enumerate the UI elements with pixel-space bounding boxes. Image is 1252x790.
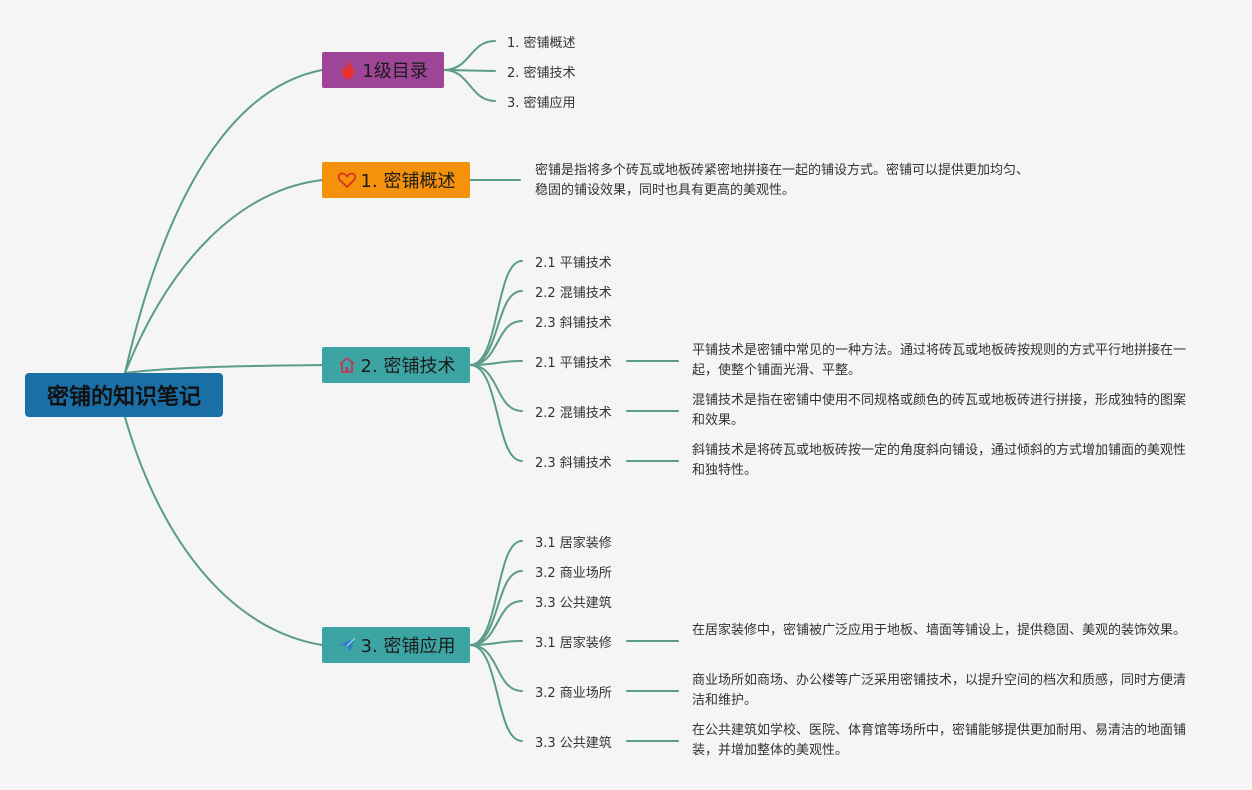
app-item[interactable]: 3.1 居家装修 <box>535 535 612 551</box>
app-detail-description: 在居家装修中，密铺被广泛应用于地板、墙面等铺设上，提供稳固、美观的装饰效果。 <box>692 623 1187 638</box>
paper-plane-icon <box>337 635 357 655</box>
root-title: 密铺的知识笔记 <box>46 385 201 410</box>
heart-icon <box>337 170 357 190</box>
app-detail-label[interactable]: 3.3 公共建筑 <box>535 735 612 751</box>
app-detail-description: 在公共建筑如学校、医院、体育馆等场所中，密铺能够提供更加耐用、易清洁的地面铺装，… <box>692 723 1187 758</box>
topic-application[interactable]: 3. 密铺应用 <box>322 627 470 663</box>
tech-detail-description: 斜铺技术是将砖瓦或地板砖按一定的角度斜向铺设，通过倾斜的方式增加铺面的美观性和独… <box>692 443 1187 478</box>
tech-item[interactable]: 2.2 混铺技术 <box>535 285 612 301</box>
tech-detail-description: 平铺技术是密铺中常见的一种方法。通过将砖瓦或地板砖按规则的方式平行地拼接在一起，… <box>692 343 1187 378</box>
toc-item[interactable]: 3. 密铺应用 <box>507 95 576 111</box>
root-topic[interactable]: 密铺的知识笔记 <box>25 373 223 417</box>
topic-toc[interactable]: 1级目录 <box>322 52 444 88</box>
topic-application-label: 3. 密铺应用 <box>360 636 456 657</box>
topic-overview[interactable]: 1. 密铺概述 <box>322 162 470 198</box>
topic-toc-label: 1级目录 <box>362 61 428 82</box>
tech-detail-label[interactable]: 2.2 混铺技术 <box>535 405 612 421</box>
tech-detail-label[interactable]: 2.1 平铺技术 <box>535 355 612 371</box>
toc-item[interactable]: 1. 密铺概述 <box>507 35 576 51</box>
topic-overview-label: 1. 密铺概述 <box>360 171 456 192</box>
app-detail-label[interactable]: 3.1 居家装修 <box>535 635 612 651</box>
app-detail-description: 商业场所如商场、办公楼等广泛采用密铺技术，以提升空间的档次和质感，同时方便清洁和… <box>692 673 1187 708</box>
app-item[interactable]: 3.2 商业场所 <box>535 565 612 581</box>
app-item[interactable]: 3.3 公共建筑 <box>535 595 612 611</box>
overview-description: 密铺是指将多个砖瓦或地板砖紧密地拼接在一起的铺设方式。密铺可以提供更加均匀、稳固… <box>535 163 1030 198</box>
app-detail-label[interactable]: 3.2 商业场所 <box>535 685 612 701</box>
house-icon <box>337 355 357 375</box>
tech-item[interactable]: 2.3 斜铺技术 <box>535 315 612 331</box>
tech-item[interactable]: 2.1 平铺技术 <box>535 255 612 271</box>
fire-icon <box>338 60 358 80</box>
tech-detail-label[interactable]: 2.3 斜铺技术 <box>535 455 612 471</box>
topic-tech[interactable]: 2. 密铺技术 <box>322 347 470 383</box>
tech-detail-description: 混铺技术是指在密铺中使用不同规格或颜色的砖瓦或地板砖进行拼接，形成独特的图案和效… <box>692 393 1187 428</box>
toc-item[interactable]: 2. 密铺技术 <box>507 65 576 81</box>
topic-tech-label: 2. 密铺技术 <box>360 356 456 377</box>
